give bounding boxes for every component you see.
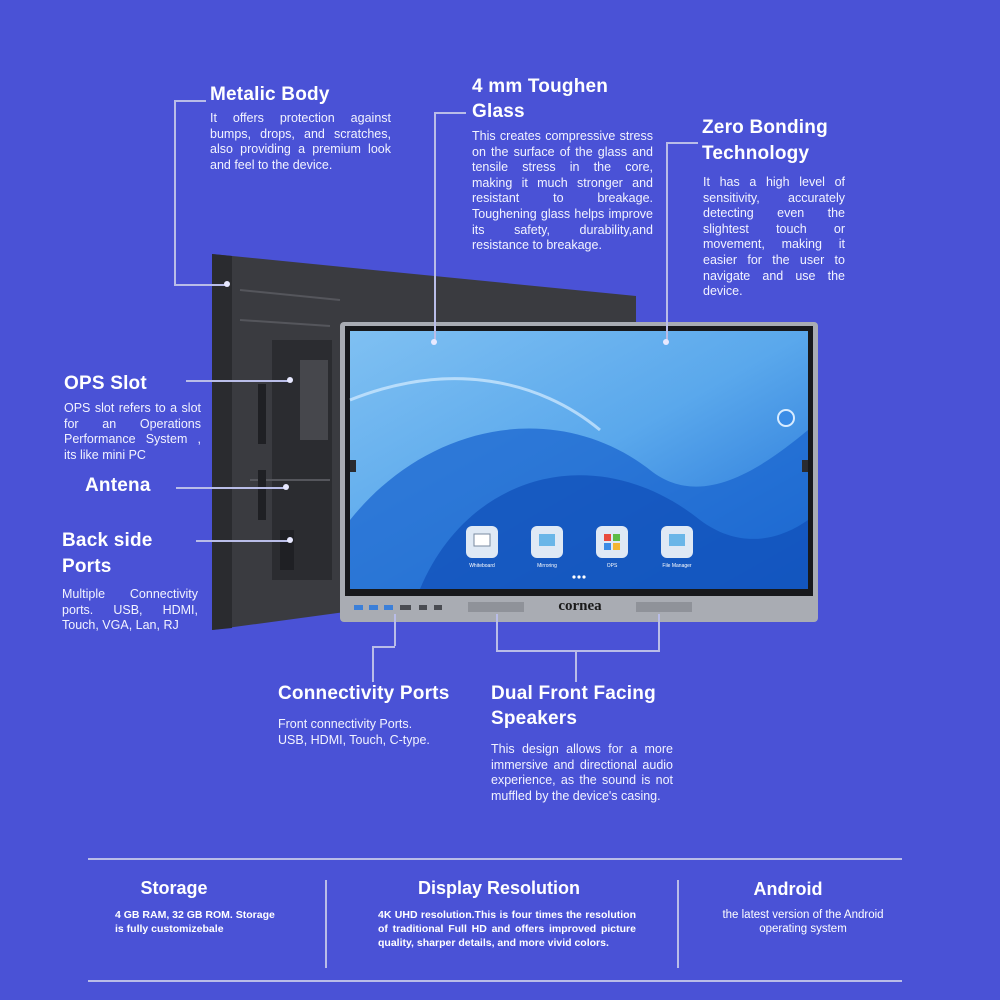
- connectivity-ports-desc-line1: Front connectivity Ports.: [278, 717, 413, 731]
- callout-line-connectivity-v2: [372, 646, 374, 682]
- ops-slot-title: OPS Slot: [64, 373, 147, 394]
- zero-bonding-title-line1: Zero Bonding: [702, 117, 828, 138]
- floating-button-icon: [777, 409, 795, 427]
- app-label-mirroring: Mirroring: [537, 563, 557, 569]
- app-label-whiteboard: Whiteboard: [469, 563, 495, 569]
- callout-line-speakers-v: [575, 650, 577, 682]
- specs-top-divider: [88, 858, 902, 860]
- callout-line-connectivity-v1: [394, 614, 396, 646]
- spec-android-title: Android: [753, 879, 823, 899]
- app-label-ops: OPS: [606, 563, 618, 569]
- callout-dot-ops: [287, 377, 293, 383]
- zero-bonding-title-line2: Technology: [702, 143, 810, 164]
- ops-slot-desc: OPS slot refers to a slot for an Operati…: [64, 401, 201, 462]
- callout-line-metalic-h2: [174, 284, 226, 286]
- callout-dot-antena: [283, 484, 289, 490]
- right-speaker-grille: [636, 602, 692, 612]
- speakers-title-line2: Speakers: [491, 708, 578, 729]
- spec-resolution-desc: 4K UHD resolution.This is four times the…: [378, 909, 636, 949]
- back-ports-title-line1: Back side: [62, 530, 153, 551]
- callout-line-metalic-v: [174, 100, 176, 285]
- callout-dot-backports: [287, 537, 293, 543]
- callout-line-glass-h: [434, 112, 466, 114]
- connectivity-ports-desc-line2: USB, HDMI, Touch, C-type.: [278, 733, 430, 747]
- callout-line-glass-v: [434, 112, 436, 340]
- app-label-file-manager: File Manager: [662, 563, 692, 569]
- callout-dot-glass: [431, 339, 437, 345]
- callout-line-backports: [196, 540, 290, 542]
- app-tile-ops: [596, 526, 628, 558]
- metalic-body-desc: It offers protection against bumps, drop…: [210, 111, 391, 172]
- glass-title-line1: 4 mm Toughen: [472, 76, 609, 97]
- speakers-desc: This design allows for a more immersive …: [491, 742, 673, 803]
- spec-storage-desc: 4 GB RAM, 32 GB ROM. Storage is fully cu…: [115, 909, 275, 935]
- callout-line-antena: [176, 487, 286, 489]
- callout-line-connectivity-h: [372, 646, 395, 648]
- callout-line-zero-v: [666, 142, 668, 340]
- connectivity-ports-title: Connectivity Ports: [278, 683, 450, 704]
- brand-logo: cornea: [558, 598, 602, 614]
- left-speaker-grille: [468, 602, 524, 612]
- metalic-body-title: Metalic Body: [210, 84, 330, 105]
- glass-desc: This creates compressive stress on the s…: [472, 129, 653, 253]
- callout-line-speakers-r: [658, 614, 660, 650]
- specs-separator-2: [677, 880, 679, 968]
- zero-bonding-desc: It has a high level of sensitivity, accu…: [703, 175, 845, 299]
- callout-dot-zero: [663, 339, 669, 345]
- callout-line-ops: [186, 380, 290, 382]
- spec-storage-title: Storage: [140, 878, 208, 898]
- callout-line-zero-h: [666, 142, 698, 144]
- spec-resolution-title: Display Resolution: [417, 878, 581, 898]
- specs-separator-1: [325, 880, 327, 968]
- back-ports-title-line2: Ports: [62, 556, 112, 577]
- callout-line-speakers-l: [496, 614, 498, 650]
- callout-line-speakers-h: [496, 650, 660, 652]
- front-ports: [354, 605, 442, 610]
- callout-dot-metalic: [224, 281, 230, 287]
- back-ports-desc: Multiple Connectivity ports. USB, HDMI, …: [62, 587, 198, 633]
- antena-title: Antena: [85, 475, 151, 496]
- speakers-title-line1: Dual Front Facing: [491, 683, 656, 704]
- callout-line-metalic-h: [174, 100, 206, 102]
- specs-bottom-divider: [88, 980, 902, 982]
- spec-android-desc: the latest version of the Android operat…: [722, 909, 884, 935]
- glass-title-line2: Glass: [472, 101, 525, 122]
